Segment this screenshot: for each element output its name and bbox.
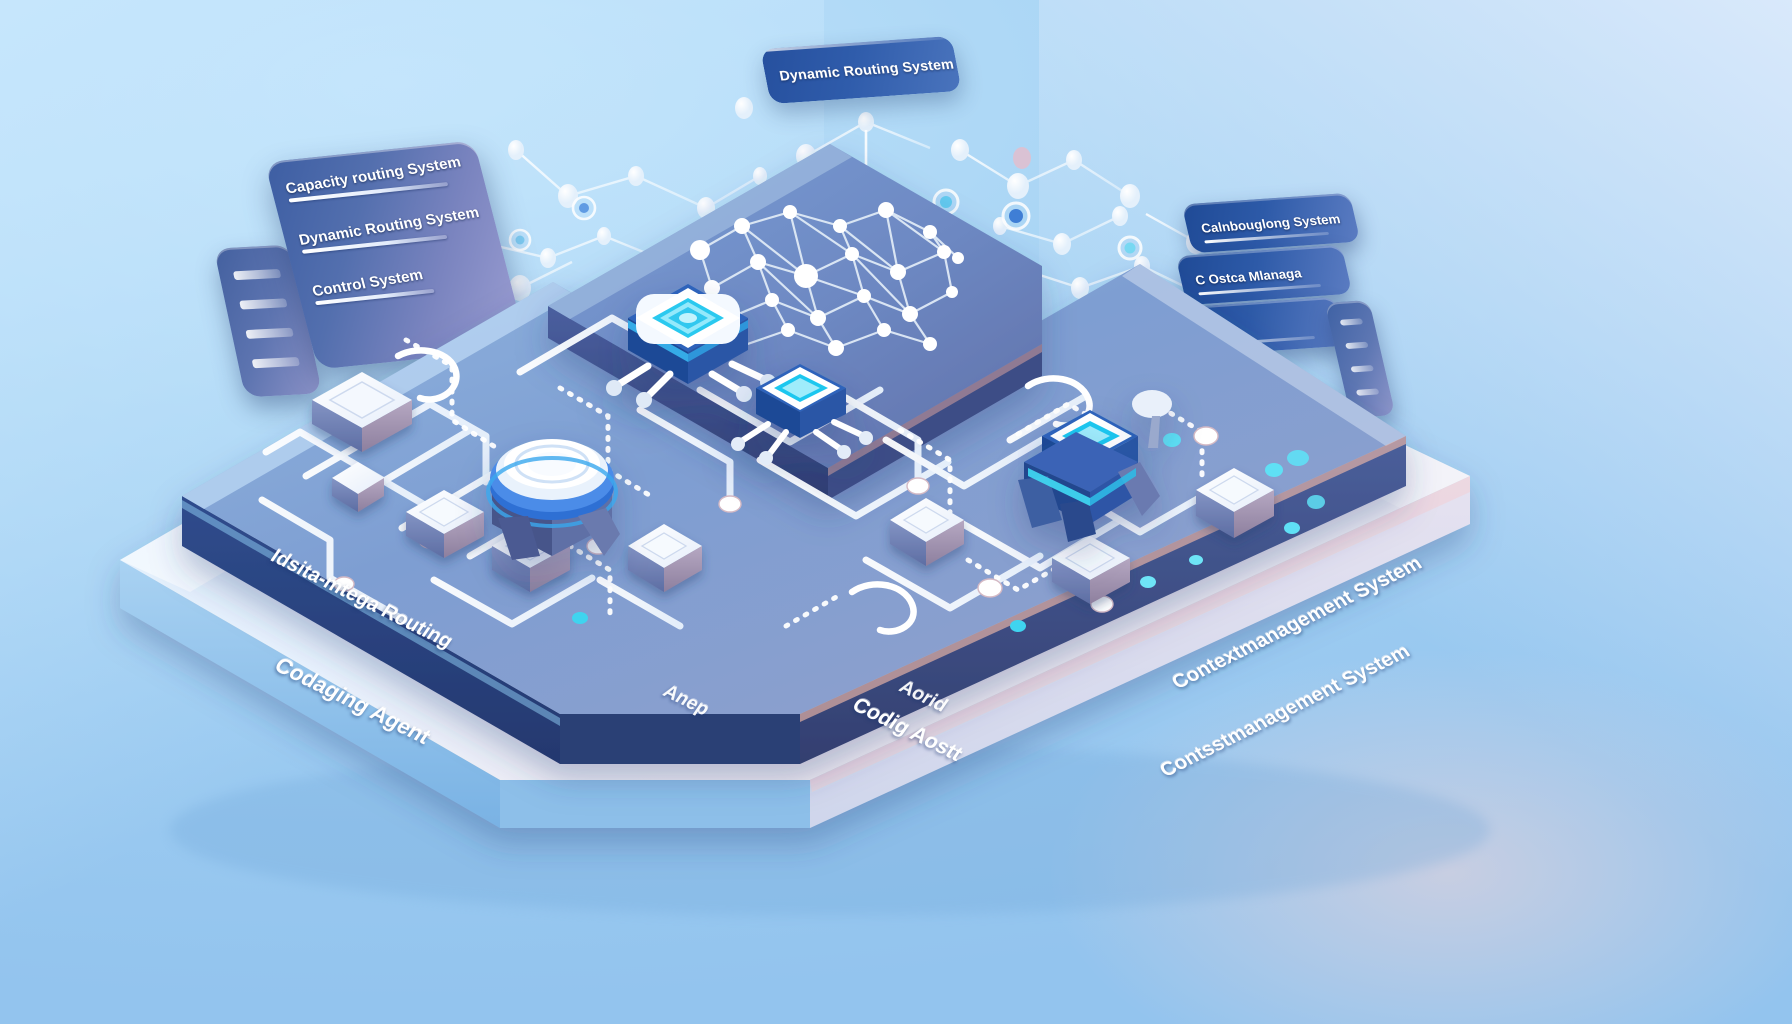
module-cube xyxy=(628,524,702,592)
module-cube xyxy=(1196,468,1274,538)
module-cube xyxy=(406,490,484,558)
module-cube xyxy=(332,462,384,512)
robot-hub xyxy=(1018,390,1172,542)
sphere-accent xyxy=(1287,450,1325,509)
upper-platform xyxy=(548,144,1042,500)
ripple-module-router xyxy=(606,284,776,408)
module-cube xyxy=(312,372,412,452)
ripple-module-mid xyxy=(731,364,873,465)
circular-hub xyxy=(486,439,620,560)
module-cube xyxy=(890,498,964,566)
neural-network-cluster xyxy=(690,202,964,356)
module-cube xyxy=(1052,536,1130,604)
